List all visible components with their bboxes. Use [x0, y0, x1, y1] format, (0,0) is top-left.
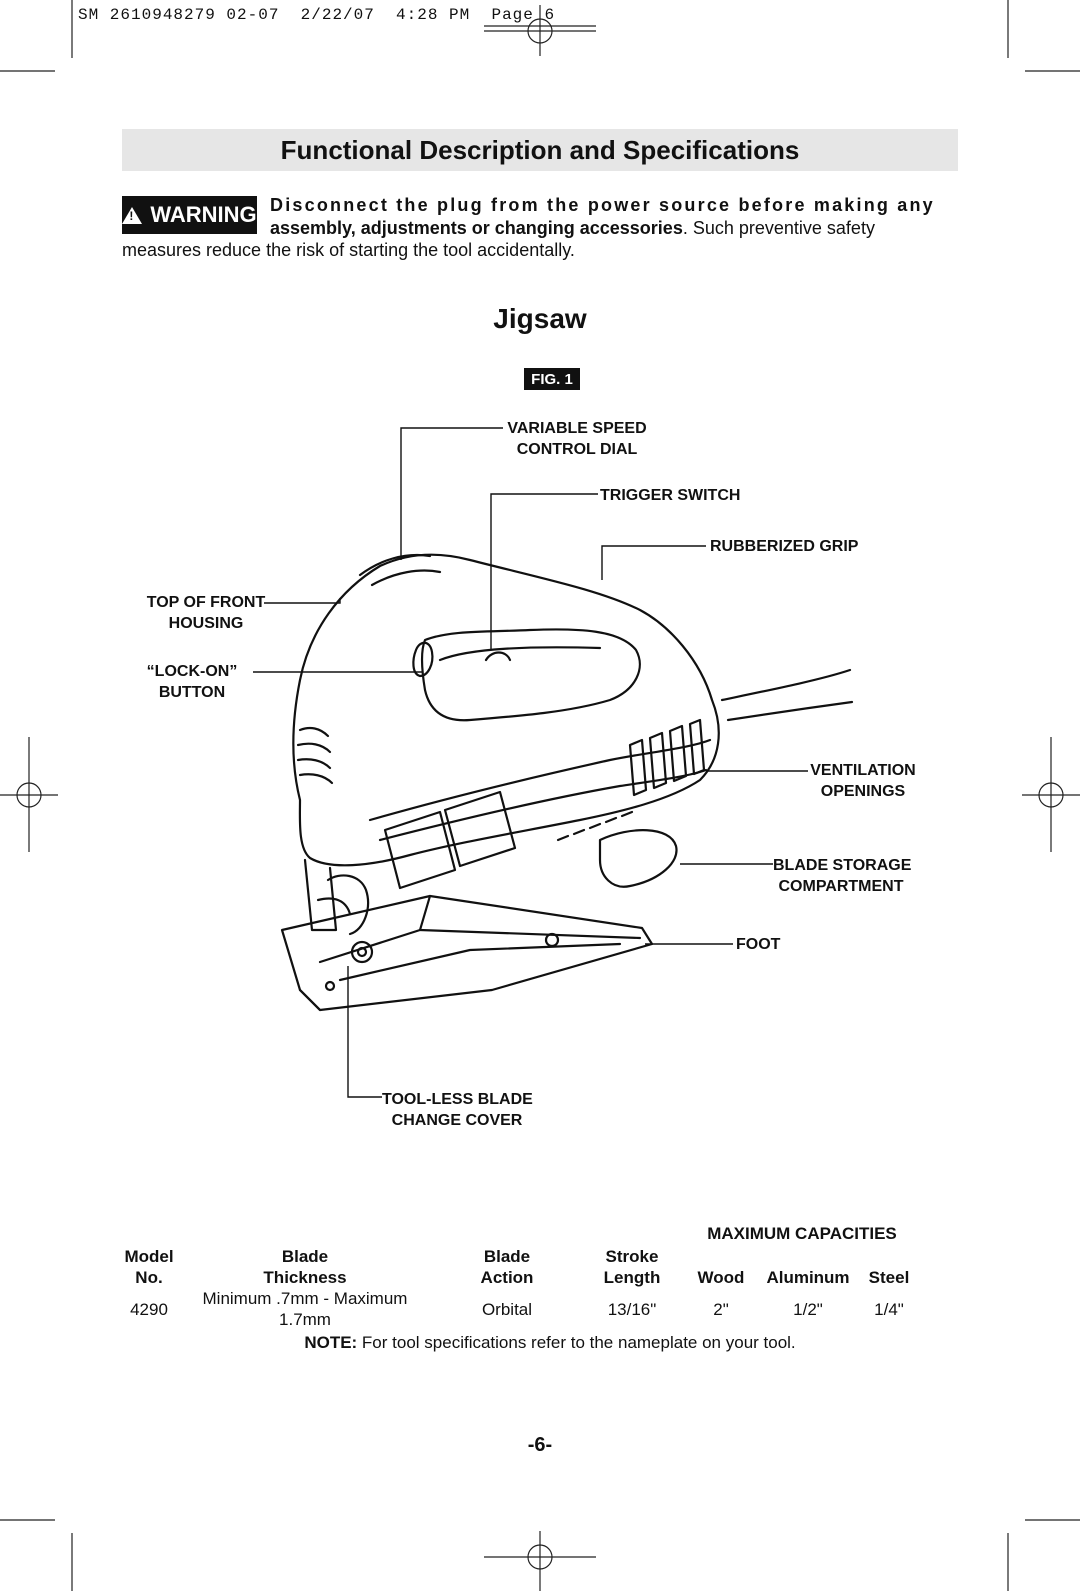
figure-label: FIG. 1 [524, 368, 580, 390]
cell-aluminum: 1/2" [793, 1299, 823, 1319]
header-thickness: Thickness [263, 1268, 347, 1287]
registration-mark-bottom [484, 1531, 596, 1591]
registration-mark-top [484, 5, 596, 56]
header-empty [680, 1246, 762, 1267]
callout-lock-on-line2: BUTTON [158, 684, 226, 701]
table-group-header-row: MAXIMUM CAPACITIES [118, 1223, 924, 1246]
table-row: 4290 Minimum .7mm - Maximum 1.7mm Orbita… [118, 1288, 924, 1330]
specifications-table: MAXIMUM CAPACITIES Model Blade Blade Str… [118, 1223, 924, 1330]
header-aluminum: Aluminum [766, 1268, 850, 1287]
warning-text-line1: Disconnect the plug from the power sourc… [270, 195, 935, 215]
header-steel: Steel [868, 1268, 910, 1287]
callout-toolless-blade-change-cover: TOOL-LESS BLADE CHANGE COVER [382, 1089, 533, 1131]
section-title: Functional Description and Specification… [280, 134, 800, 165]
warning-text-line3: measures reduce the risk of starting the… [122, 240, 575, 260]
warning-text-line2: assembly, adjustments or changing access… [270, 218, 960, 239]
header-wood: Wood [697, 1268, 745, 1287]
cell-stroke-length: 13/16" [607, 1299, 657, 1319]
callout-variable-speed: VARIABLE SPEED CONTROL DIAL [505, 418, 649, 460]
callout-trigger-switch: TRIGGER SWITCH [600, 487, 741, 504]
header-empty [854, 1246, 924, 1267]
callout-variable-speed-line2: CONTROL DIAL [516, 441, 638, 458]
header-blade: Blade [281, 1247, 329, 1266]
warning-badge-label: WARNING [150, 202, 257, 227]
callout-ventilation-line2: OPENINGS [820, 783, 906, 800]
note-text: For tool specifications refer to the nam… [357, 1333, 796, 1352]
header-stroke: Stroke [605, 1247, 659, 1266]
warning-badge: ! WARNING [122, 196, 257, 234]
callout-lock-on-line1: “LOCK-ON” [146, 663, 238, 680]
print-header: SM 2610948279 02-07 2/22/07 4:28 PM Page… [78, 6, 556, 24]
table-header-row-1: Model Blade Blade Stroke [118, 1246, 924, 1267]
callout-blade-storage-compartment: BLADE STORAGE COMPARTMENT [773, 855, 912, 897]
section-title-bar: Functional Description and Specification… [122, 129, 958, 171]
header-length: Length [603, 1268, 661, 1287]
callout-ventilation-line1: VENTILATION [810, 762, 916, 779]
header-empty [762, 1246, 854, 1267]
callout-variable-speed-line1: VARIABLE SPEED [507, 420, 647, 437]
callout-blade-storage-line1: BLADE STORAGE [773, 857, 912, 874]
callout-top-front-line2: HOUSING [168, 615, 244, 632]
header-blade-action-top: Blade [483, 1247, 531, 1266]
note: NOTE: For tool specifications refer to t… [0, 1333, 1080, 1353]
page-number: -6- [527, 1434, 553, 1456]
callout-rubberized-grip: RUBBERIZED GRIP [710, 538, 859, 555]
header-no: No. [135, 1268, 163, 1287]
header-action: Action [480, 1268, 534, 1287]
table-header-row-2: No. Thickness Action Length Wood Aluminu… [118, 1267, 924, 1288]
max-capacities-header: MAXIMUM CAPACITIES [707, 1224, 897, 1243]
callout-toolless-line1: TOOL-LESS BLADE [382, 1091, 533, 1108]
registration-mark-left [0, 737, 58, 852]
leader-lines [253, 427, 808, 1098]
callout-blade-storage-line2: COMPARTMENT [778, 878, 904, 895]
cell-model: 4290 [130, 1299, 168, 1319]
cell-steel: 1/4" [874, 1299, 904, 1319]
cell-blade-thickness: Minimum .7mm - Maximum 1.7mm [202, 1289, 408, 1329]
warning-rest-text: . Such preventive safety [682, 218, 875, 238]
callout-top-of-front-housing: TOP OF FRONT HOUSING [140, 592, 272, 634]
registration-mark-right [1022, 737, 1080, 852]
callout-top-front-line1: TOP OF FRONT [146, 594, 266, 611]
note-label: NOTE: [304, 1333, 358, 1352]
callout-foot: FOOT [736, 936, 781, 953]
warning-triangle-icon: ! [122, 206, 143, 224]
cell-wood: 2" [713, 1299, 729, 1319]
callout-toolless-line2: CHANGE COVER [391, 1112, 523, 1129]
cell-blade-action: Orbital [481, 1299, 533, 1319]
header-model: Model [124, 1247, 174, 1266]
callout-ventilation-openings: VENTILATION OPENINGS [808, 760, 918, 802]
product-heading: Jigsaw [493, 303, 587, 334]
callout-lock-on-button: “LOCK-ON” BUTTON [140, 661, 244, 703]
warning-bold-text: assembly, adjustments or changing access… [270, 218, 683, 238]
